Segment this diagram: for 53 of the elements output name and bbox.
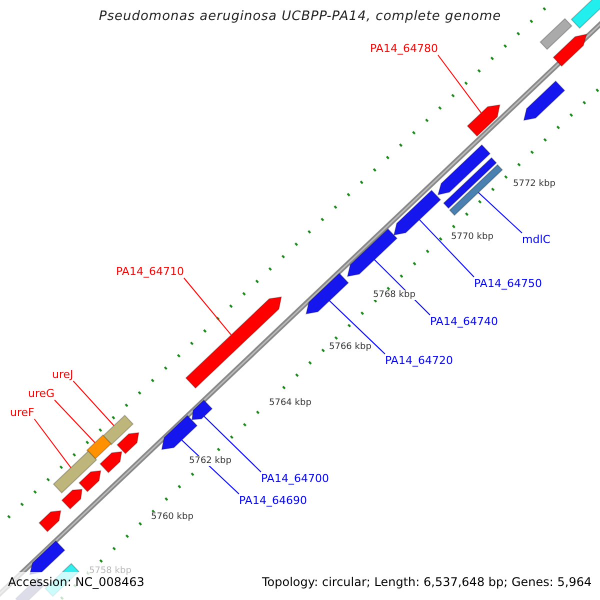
gene-feature <box>185 296 282 389</box>
feature-bar <box>442 157 498 209</box>
leader-line <box>328 300 386 354</box>
gene-feature <box>437 144 491 196</box>
leader-line <box>54 400 96 444</box>
feature-bar <box>448 164 504 216</box>
gene-label: mdlC <box>522 233 550 246</box>
gene-feature <box>61 488 83 510</box>
gene-feature <box>523 80 566 121</box>
leader-line <box>478 192 522 234</box>
gene-feature <box>552 34 588 67</box>
gene-label: PA14_64700 <box>261 472 329 485</box>
gene-feature <box>191 399 213 420</box>
scale-label: 5762 kbp <box>188 456 232 466</box>
gene-label: ureJ <box>52 368 74 381</box>
scale-label: 5764 kbp <box>268 398 312 408</box>
gene-label: PA14_64710 <box>116 265 184 278</box>
feature-bar <box>102 414 134 446</box>
leader-line <box>418 219 474 278</box>
gene-feature <box>78 470 102 492</box>
gene-feature <box>161 414 198 450</box>
footer-text: Accession: NC_008463 <box>8 575 144 589</box>
gene-label: ureF <box>10 406 34 419</box>
gene-feature <box>466 104 500 137</box>
title: Pseudomonas aeruginosa UCBPP-PA14, complete genome <box>98 9 502 24</box>
gene-feature <box>38 510 62 532</box>
leader-line <box>437 54 482 114</box>
scale-label: 5772 kbp <box>512 179 556 189</box>
leader-line <box>34 418 72 468</box>
gene-label: ureG <box>28 387 55 400</box>
leader-line <box>183 278 232 336</box>
gene-label: PA14_64780 <box>370 42 438 55</box>
scale-label: 5770 kbp <box>450 232 494 242</box>
leader-line <box>72 380 114 426</box>
footer-text: Topology: circular; Length: 6,537,648 bp; Genes: 5,964 <box>262 575 592 589</box>
scale-label: 5768 kbp <box>372 290 416 300</box>
feature-bar <box>570 0 600 29</box>
gene-label: PA14_64720 <box>385 354 453 367</box>
leader-line <box>204 416 262 472</box>
feature-bar <box>52 450 98 494</box>
scale-label: 5766 kbp <box>328 342 372 352</box>
scale-label: 5758 kbp <box>88 566 132 576</box>
scale-label: 5760 kbp <box>150 512 194 522</box>
gene-label: PA14_64690 <box>239 494 307 507</box>
gene-feature <box>99 451 122 474</box>
feature-bar <box>540 18 572 50</box>
gene-label: PA14_64740 <box>430 315 498 328</box>
gene-feature <box>116 432 140 454</box>
feature-bar <box>86 434 112 460</box>
gene-label: PA14_64750 <box>474 277 542 290</box>
gene-feature <box>305 272 350 315</box>
gene-feature <box>346 228 398 277</box>
gene-feature <box>393 190 442 236</box>
